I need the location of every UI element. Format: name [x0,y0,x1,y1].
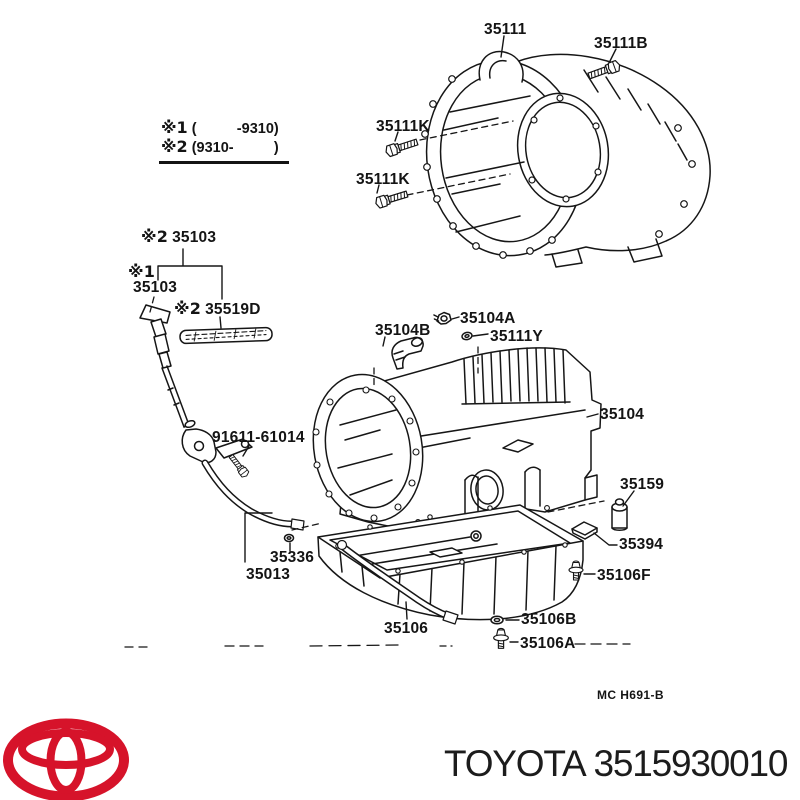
ref-mark-1b: ※1 [128,262,156,281]
magnet-35159-drawing [611,498,628,531]
plug-35104A-drawing [433,311,452,325]
part-label-35111K-upper: 35111K [376,118,430,135]
ref-mark-2c: ※2 [174,299,202,318]
part-label-35159: 35159 [620,476,665,493]
catalog-part-number: 3515930010 [593,743,789,784]
part-label-35111: 35111 [484,21,527,38]
part-label-35111B: 35111B [594,35,648,52]
transmission-case-drawing [312,347,602,529]
part-label-35106A: 35106A [520,635,576,652]
part-number-35519D: 35519D [205,301,261,318]
ref-mark-2b: ※2 [141,227,169,246]
phantom-lines [124,296,631,648]
part-label-35111K-lower: 35111K [356,171,410,188]
note-range-2: (9310- ) [191,140,279,156]
o-ring-35111Y-drawing [461,331,473,341]
applicability-note: ※1( -9310) ※2(9310- ) [159,119,289,164]
part-label-35013: 35013 [246,566,291,583]
oil-pan-drawing [317,504,584,621]
part-label-91611-61014: 91611-61014 [212,429,305,446]
brand-name: TOYOTA [444,743,587,784]
part-label-35106F: 35106F [597,567,651,584]
toyota-logo-icon [3,718,129,800]
filler-tube-drawing [336,539,459,625]
ref-mark-2: ※2 [161,137,188,156]
part-label-35106: 35106 [384,620,429,637]
bolt-91611-drawing [227,452,251,480]
ref-mark-1: ※1 [161,118,188,137]
doc-code: MC H691-B [597,688,664,702]
part-label-35104B: 35104B [375,322,431,339]
part-number-35103: 35103 [172,229,217,246]
part-label-35106B: 35106B [521,611,577,628]
part-label-35394: 35394 [619,536,664,553]
part-label-35336: 35336 [270,549,315,566]
magnet-35394-drawing [571,521,598,540]
dipstick-drawing [139,304,190,428]
gauge-strip-drawing [179,326,273,345]
part-label-35104A: 35104A [460,310,516,327]
union-fitting-35104B-drawing [391,336,424,370]
part-label-35103-rev1: 35103 [133,279,178,296]
tube-clamp-drawing [181,419,253,464]
gasket-35106B-drawing [490,615,504,625]
part-label-35104: 35104 [600,406,645,423]
bell-housing-drawing [406,50,711,268]
note-line-2: ※2(9310- ) [161,138,279,157]
note-range-1: ( -9310) [191,121,279,137]
drain-plug-35106A-drawing [492,627,510,650]
leader-lines [157,35,635,643]
note-line-1: ※1( -9310) [161,119,279,138]
dipstick-tube-drawing [201,459,305,543]
part-label-35111Y: 35111Y [490,328,543,345]
